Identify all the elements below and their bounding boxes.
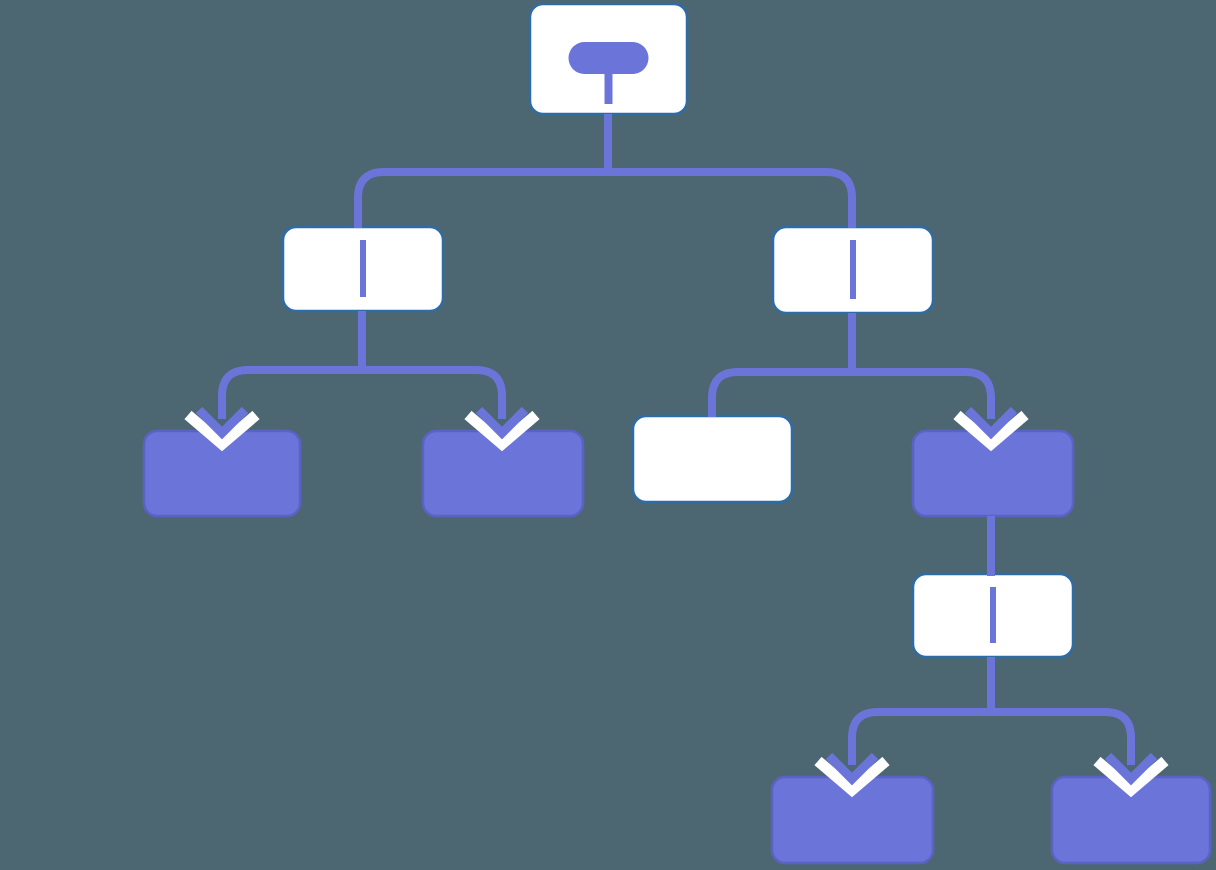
arrowhead-chevron-white-icon	[814, 756, 890, 798]
branch-node-left[interactable]	[281, 225, 445, 313]
root-node[interactable]	[528, 2, 689, 116]
arrowhead-chevron-purple-icon	[825, 752, 879, 786]
branch-node-right[interactable]	[771, 225, 935, 315]
connector-rail	[218, 366, 506, 419]
connector-right-to-children	[708, 313, 1029, 452]
arrowhead-chevron-white-icon	[464, 410, 540, 452]
bar-placeholder	[990, 587, 996, 643]
connector-rail	[708, 368, 995, 419]
bar-placeholder	[360, 240, 366, 297]
arrowhead-chevron-purple-icon	[1104, 752, 1158, 786]
arrowhead-chevron-white-icon	[184, 410, 260, 452]
arrowhead-chevron-purple-icon	[195, 406, 249, 440]
connector-root-to-level2	[354, 114, 856, 228]
arrowhead-chevron-purple-icon	[964, 406, 1018, 440]
branch-node-bottom[interactable]	[911, 572, 1075, 659]
connector-bottom-to-leaves	[814, 657, 1169, 798]
pill-stem-placeholder	[604, 70, 613, 104]
child-node-plain-box[interactable]	[631, 414, 794, 504]
arrowhead-chevron-purple-icon	[475, 406, 529, 440]
connector-rail	[354, 168, 856, 228]
pill-placeholder	[568, 42, 649, 74]
arrowhead-chevron-white-icon	[953, 410, 1029, 452]
connector-left-to-leaves	[184, 311, 540, 452]
arrowhead-chevron-white-icon	[1093, 756, 1169, 798]
bar-placeholder	[850, 240, 856, 299]
connector-rail	[848, 708, 1135, 765]
child-node-plain[interactable]	[631, 414, 794, 504]
